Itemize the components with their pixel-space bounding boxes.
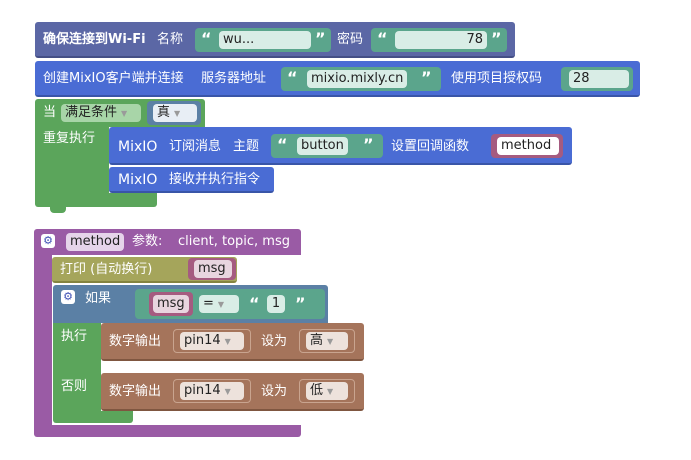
pin-dropdown[interactable]: pin14▼ bbox=[180, 332, 244, 350]
print-block[interactable]: 打印 (自动换行) msg bbox=[52, 257, 237, 283]
callback-label: 设置回调函数 bbox=[391, 139, 470, 154]
compare-value-field[interactable]: 1 bbox=[267, 295, 285, 313]
compare-var-field[interactable]: msg bbox=[153, 295, 189, 313]
while-loop-left-arm: 重复执行 bbox=[35, 127, 109, 195]
wifi-password-field[interactable]: 78 bbox=[395, 31, 487, 49]
digital-output-low-block[interactable]: 数字输出 pin14▼ 设为 低▼ bbox=[101, 373, 364, 411]
while-loop-bottom bbox=[35, 193, 157, 207]
auth-code-field[interactable]: 28 bbox=[569, 70, 629, 88]
pin-slot[interactable]: pin14▼ bbox=[173, 379, 251, 403]
dropdown-arrow-icon: ▼ bbox=[224, 387, 231, 396]
receive-label: 接收并执行指令 bbox=[169, 172, 261, 187]
wifi-password-label: 密码 bbox=[337, 32, 364, 47]
procedure-def-block[interactable]: ⚙ method 参数: client, topic, msg bbox=[34, 229, 301, 255]
topic-field[interactable]: button bbox=[297, 137, 348, 155]
wifi-ssid-slot[interactable]: “ wu... ” bbox=[195, 28, 331, 52]
dropdown-arrow-icon: ▼ bbox=[217, 300, 225, 309]
level-slot[interactable]: 高▼ bbox=[299, 329, 355, 353]
compare-slot[interactable]: msg =▼ “ 1 ” bbox=[135, 289, 325, 319]
if-label: 如果 bbox=[85, 291, 112, 306]
compare-right-slot[interactable]: “ 1 ” bbox=[243, 292, 317, 316]
compare-left-slot[interactable]: msg bbox=[149, 292, 193, 316]
wifi-ssid-field[interactable]: wu... bbox=[219, 31, 311, 49]
dropdown-arrow-icon: ▼ bbox=[224, 337, 231, 346]
set-label: 设为 bbox=[261, 384, 288, 399]
procedure-bottom bbox=[34, 425, 301, 437]
condition-mode-dropdown[interactable]: 满足条件▼ bbox=[61, 104, 141, 122]
print-label: 打印 (自动换行) bbox=[60, 262, 153, 277]
if-block[interactable]: ⚙ 如果 msg =▼ “ 1 ” bbox=[53, 285, 328, 323]
condition-slot[interactable]: 真▼ bbox=[147, 101, 201, 125]
dropdown-arrow-icon: ▼ bbox=[121, 109, 128, 118]
params-list: client, topic, msg bbox=[178, 234, 290, 249]
topic-label: 主题 bbox=[233, 139, 260, 154]
repeat-label: 重复执行 bbox=[43, 131, 96, 146]
auth-code-slot[interactable]: 28 bbox=[561, 67, 633, 91]
pin-dropdown[interactable]: pin14▼ bbox=[180, 382, 244, 400]
while-label: 当 bbox=[43, 105, 57, 120]
params-label: 参数: bbox=[132, 234, 163, 249]
print-value-slot[interactable]: msg bbox=[188, 258, 236, 280]
topic-slot[interactable]: “ button ” bbox=[271, 134, 383, 158]
dropdown-arrow-icon: ▼ bbox=[174, 109, 181, 118]
mixio-receive-block[interactable]: MixIO 接收并执行指令 bbox=[109, 167, 274, 193]
digital-output-high-block[interactable]: 数字输出 pin14▼ 设为 高▼ bbox=[101, 323, 364, 361]
callback-field[interactable]: method bbox=[497, 137, 559, 155]
mixio-connect-label: 创建MixIO客户端并连接 bbox=[43, 71, 184, 86]
level-slot[interactable]: 低▼ bbox=[299, 379, 355, 403]
wifi-connect-block[interactable]: 确保连接到Wi-Fi 名称 “ wu... ” 密码 “ 78 ” bbox=[35, 22, 515, 58]
mixio-prefix: MixIO bbox=[118, 172, 158, 188]
callback-slot[interactable]: method bbox=[491, 134, 563, 158]
server-field[interactable]: mixio.mixly.cn bbox=[307, 70, 408, 88]
wifi-connect-label: 确保连接到Wi-Fi bbox=[43, 32, 146, 47]
if-left-arm: 执行 否则 bbox=[53, 323, 101, 421]
while-loop-block[interactable]: 当 满足条件▼ 真▼ bbox=[35, 99, 205, 127]
mixio-connect-block[interactable]: 创建MixIO客户端并连接 服务器地址 “ mixio.mixly.cn ” 使… bbox=[35, 61, 640, 97]
set-label: 设为 bbox=[261, 334, 288, 349]
auth-code-label: 使用项目授权码 bbox=[451, 71, 543, 86]
print-var-field[interactable]: msg bbox=[194, 260, 232, 278]
then-label: 执行 bbox=[61, 329, 88, 344]
dropdown-arrow-icon: ▼ bbox=[327, 337, 334, 346]
mixio-prefix: MixIO bbox=[118, 139, 158, 155]
bool-value-dropdown[interactable]: 真▼ bbox=[153, 104, 197, 122]
procedure-left-arm bbox=[34, 255, 52, 427]
server-label: 服务器地址 bbox=[201, 71, 267, 86]
subscribe-label: 订阅消息 bbox=[169, 139, 222, 154]
mixio-subscribe-block[interactable]: MixIO 订阅消息 主题 “ button ” 设置回调函数 method bbox=[109, 127, 572, 165]
wifi-name-label: 名称 bbox=[157, 32, 184, 47]
gear-icon[interactable]: ⚙ bbox=[61, 290, 75, 304]
dropdown-arrow-icon: ▼ bbox=[327, 387, 334, 396]
else-label: 否则 bbox=[61, 379, 88, 394]
digital-output-label: 数字输出 bbox=[109, 384, 162, 399]
digital-output-label: 数字输出 bbox=[109, 334, 162, 349]
gear-icon[interactable]: ⚙ bbox=[41, 234, 55, 248]
wifi-password-slot[interactable]: “ 78 ” bbox=[371, 28, 507, 52]
if-bottom bbox=[53, 411, 133, 423]
operator-dropdown[interactable]: =▼ bbox=[199, 295, 239, 313]
procedure-name-field[interactable]: method bbox=[66, 233, 125, 251]
level-dropdown[interactable]: 高▼ bbox=[306, 332, 348, 350]
level-dropdown[interactable]: 低▼ bbox=[306, 382, 348, 400]
server-slot[interactable]: “ mixio.mixly.cn ” bbox=[281, 67, 441, 91]
pin-slot[interactable]: pin14▼ bbox=[173, 329, 251, 353]
